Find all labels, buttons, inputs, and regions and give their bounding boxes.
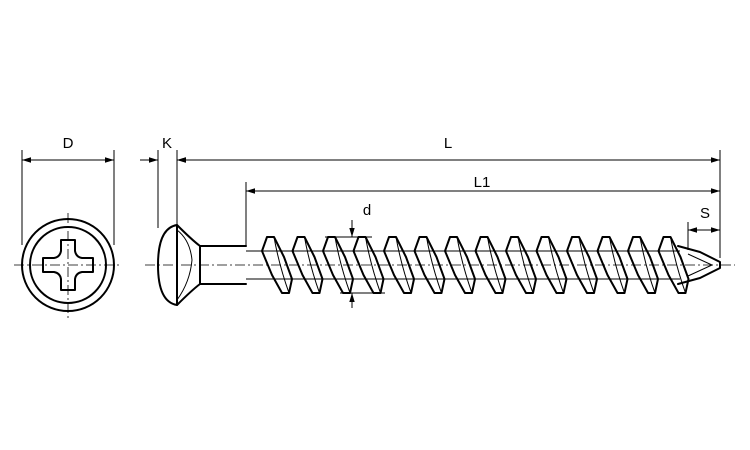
dimension-S: S [687,205,720,250]
thread-crest [505,236,537,294]
thread-helix-line [609,236,625,294]
thread-crest [291,236,324,294]
dimension-label-D: D [63,135,74,152]
thread-helix-line [548,236,564,294]
thread-crest [596,236,629,294]
thread-crest [566,236,598,294]
dimension-D: D [21,135,115,245]
thread-helix-line [487,236,503,294]
thread-crest [657,236,690,294]
head-recess-outline [176,229,193,301]
dimension-L: L [177,135,721,258]
dimension-d: d [325,202,385,308]
thread-crest [261,236,293,294]
thread-crest [474,236,507,294]
thread-crest [413,236,446,294]
dimension-label-d: d [363,202,371,219]
dimension-K: K [140,135,195,228]
head-taper [176,224,201,306]
thread-helix-line [304,236,320,294]
screw-shank [199,245,247,285]
thread-helix-line [273,236,290,294]
phillips-recess-icon [42,239,94,291]
thread-helix-line [334,236,351,294]
thread-helix-line [578,236,595,294]
dimension-label-L1: L1 [474,174,491,191]
thread-helix-line [395,236,412,294]
head-end-view [14,213,122,318]
screw-head [157,224,178,306]
drill-point [677,245,721,285]
dimension-label-K: K [162,135,172,152]
thread-helix-line [670,236,686,294]
dimension-label-L: L [444,135,452,152]
thread-helix-line [365,236,381,294]
thread-helix-line [639,236,656,294]
drill-point-flute [687,253,714,277]
dimension-label-S: S [700,205,710,222]
thread-crest [535,236,568,294]
dimension-L1: L1 [245,174,720,246]
screw-side-view [145,224,735,306]
thread-crest [383,236,415,294]
thread-helix-line [456,236,473,294]
thread-helix-line [517,236,534,294]
thread-helix-line [426,236,442,294]
thread-crest [444,236,476,294]
thread-crest [627,236,659,294]
